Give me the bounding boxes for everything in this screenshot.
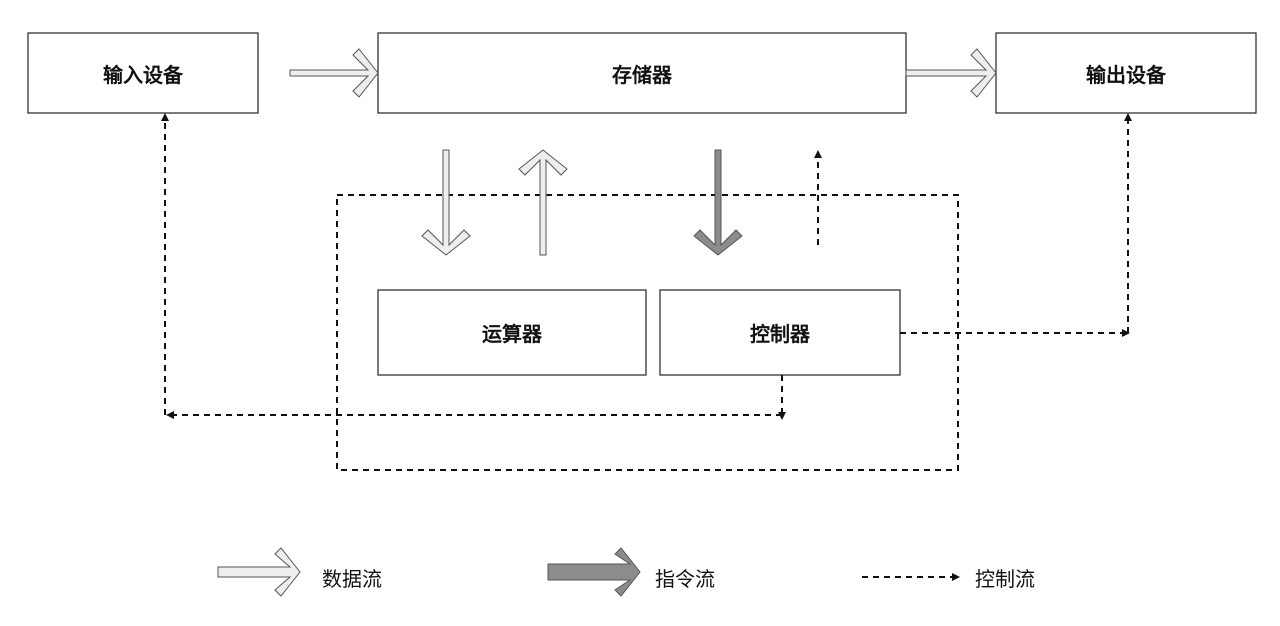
alu-box <box>377 289 647 376</box>
control-unit-box <box>659 289 901 376</box>
output-device-label: 输出设备 <box>1086 62 1166 87</box>
cpu-dashed-boundary <box>336 194 959 471</box>
legend-data-flow-icon <box>217 547 301 597</box>
memory-to-control-instruction-arrow <box>693 149 743 256</box>
memory-to-output-arrow <box>905 48 997 98</box>
legend-instruction-flow-label: 指令流 <box>655 567 715 591</box>
memory-to-alu-arrow <box>421 149 471 256</box>
memory-label: 存储器 <box>612 62 672 87</box>
input-device-label: 输入设备 <box>103 62 183 87</box>
legend-instruction-flow-icon <box>547 547 641 597</box>
input-device-box <box>27 32 259 114</box>
alu-label: 运算器 <box>482 322 542 346</box>
memory-box <box>377 32 907 114</box>
alu-to-memory-arrow <box>518 149 568 256</box>
control-unit-label: 控制器 <box>750 322 810 346</box>
legend-data-flow-label: 数据流 <box>322 567 382 591</box>
legend-control-flow-label: 控制流 <box>975 567 1035 591</box>
output-device-box <box>995 32 1257 114</box>
input-to-memory-arrow <box>289 48 379 98</box>
